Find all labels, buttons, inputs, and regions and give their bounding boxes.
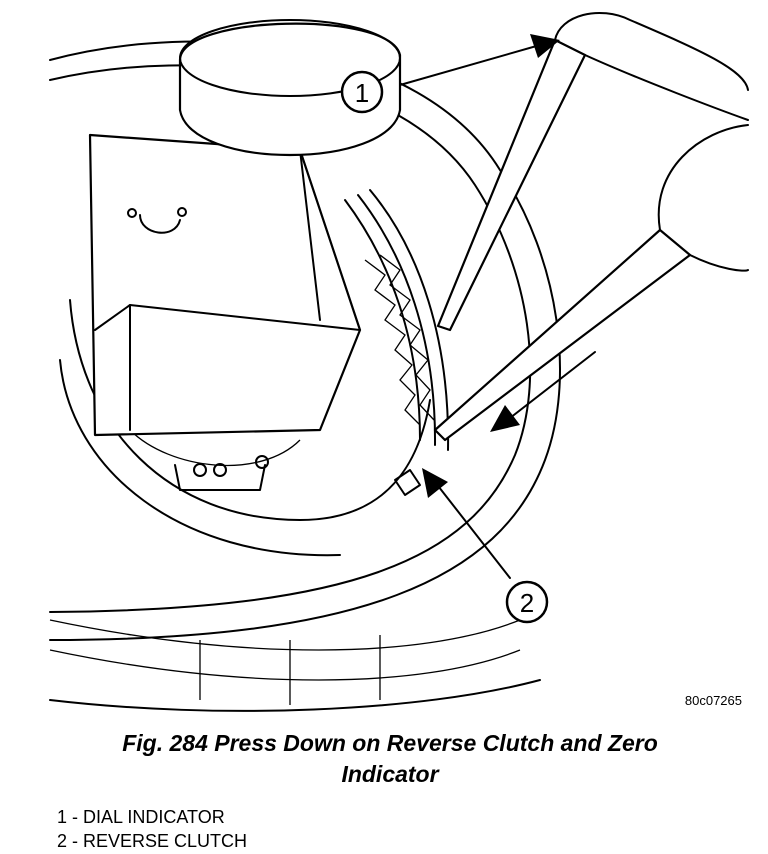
illustration-svg: 1 2 [49,12,749,712]
figure-reference-code: 80c07265 [684,693,742,708]
caption-line-1: Fig. 284 Press Down on Reverse Clutch an… [122,730,658,756]
callout-1: 1 [340,70,384,114]
screwdriver-upper [436,12,749,332]
clutch-hub [59,299,431,557]
figure-illustration: 1 2 [49,12,749,712]
callout-1-number: 1 [355,78,369,108]
clutch-pack [344,189,450,496]
legend: 1 - DIAL INDICATOR 2 - REVERSE CLUTCH [57,805,247,853]
callout-2: 2 [505,580,549,624]
callout-2-number: 2 [520,588,534,618]
figure-caption: Fig. 284 Press Down on Reverse Clutch an… [40,728,740,790]
dial-face [178,19,402,157]
dial-indicator-body [88,133,362,437]
legend-item-dial-indicator: 1 - DIAL INDICATOR [57,807,225,827]
caption-line-2: Indicator [341,761,439,787]
legend-item-reverse-clutch: 2 - REVERSE CLUTCH [57,831,248,851]
screwdriver-lower [433,124,749,442]
direction-arrows [399,34,596,579]
